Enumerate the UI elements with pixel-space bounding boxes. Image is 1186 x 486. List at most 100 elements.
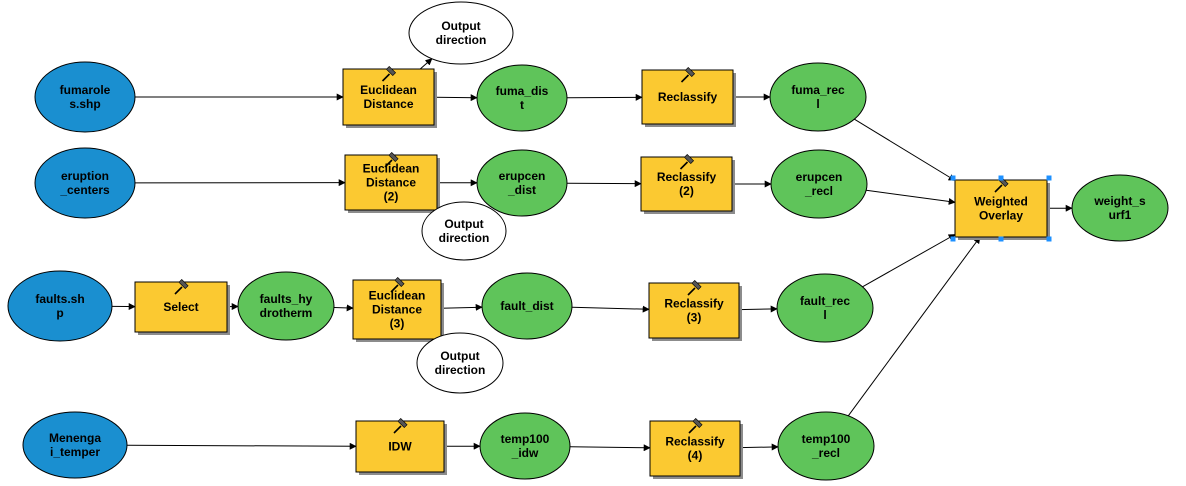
connector-menengai-input-to-idw-tool[interactable] bbox=[127, 445, 356, 446]
selection-handle[interactable] bbox=[951, 176, 956, 181]
fuma-recl-label-line: fuma_rec bbox=[791, 83, 845, 97]
selection-handle[interactable] bbox=[999, 237, 1004, 242]
eruption-input-label: eruption_centers bbox=[59, 169, 110, 197]
select-tool-label-line: Select bbox=[163, 300, 198, 314]
temp100-recl-label-line: temp100 bbox=[802, 432, 851, 446]
eruption-input-label-line: _centers bbox=[59, 183, 110, 197]
fault-dist-label-line: fault_dist bbox=[500, 299, 553, 313]
connections bbox=[112, 59, 1072, 448]
connector-temp100-idw-to-reclass-4[interactable] bbox=[570, 447, 650, 448]
temp100-recl-label-line: _recl bbox=[811, 446, 840, 460]
reclass-3-label-line: Reclassify bbox=[664, 297, 724, 311]
menengai-input-label-line: Menenga bbox=[49, 431, 101, 445]
euclid-3-label-line: Distance bbox=[372, 303, 422, 317]
eruption-input-label-line: eruption bbox=[61, 169, 109, 183]
euclid-1-label-line: Euclidean bbox=[360, 83, 417, 97]
reclass-1-label-line: Reclassify bbox=[658, 90, 718, 104]
connector-euclid-3-to-fault-dist[interactable] bbox=[441, 307, 482, 308]
connector-fault-recl-to-weighted-overlay[interactable] bbox=[863, 235, 956, 287]
menengai-input-label-line: i_temper bbox=[50, 445, 100, 459]
temp100-idw-label-line: _idw bbox=[511, 446, 539, 460]
fault-dist-node[interactable]: fault_dist bbox=[482, 273, 572, 339]
euclid-2-label-line: Distance bbox=[366, 176, 416, 190]
weighted-overlay-label-line: Overlay bbox=[979, 209, 1023, 223]
idw-tool-node[interactable]: IDW bbox=[356, 418, 447, 475]
connector-fault-dist-to-reclass-3[interactable] bbox=[572, 307, 649, 309]
reclass-2-node[interactable]: Reclassify(2) bbox=[641, 154, 735, 214]
fuma-recl-label-line: l bbox=[816, 97, 819, 111]
reclass-4-label-line: (4) bbox=[688, 449, 703, 463]
out-dir-2-label-line: direction bbox=[439, 231, 490, 245]
fault-recl-label-line: l bbox=[823, 308, 826, 322]
select-tool-node[interactable]: Select bbox=[135, 279, 230, 335]
connector-reclass-4-to-temp100-recl[interactable] bbox=[740, 447, 778, 448]
fuma-dist-label-line: fuma_dis bbox=[496, 84, 549, 98]
out-dir-3-label-line: direction bbox=[435, 363, 486, 377]
faults-input-label-line: p bbox=[56, 306, 63, 320]
reclass-1-node[interactable]: Reclassify bbox=[642, 67, 736, 127]
connector-temp100-recl-to-weighted-overlay[interactable] bbox=[848, 237, 980, 416]
euclid-3-label-line: (3) bbox=[390, 317, 405, 331]
connector-reclass-3-to-fault-recl[interactable] bbox=[739, 309, 777, 310]
fault-dist-label: fault_dist bbox=[500, 299, 553, 313]
idw-tool-label-line: IDW bbox=[388, 440, 412, 454]
fuma-dist-label-line: t bbox=[520, 98, 524, 112]
connector-faults-hydrotherm-to-euclid-3[interactable] bbox=[334, 308, 353, 309]
erupcen-dist-label-line: erupcen bbox=[499, 169, 546, 183]
selection-handle[interactable] bbox=[1047, 237, 1052, 242]
temp100-recl-node[interactable]: temp100_recl bbox=[778, 412, 874, 480]
selection-handle[interactable] bbox=[999, 176, 1004, 181]
connector-euclid-1-to-out-dir-1[interactable] bbox=[420, 59, 432, 69]
idw-tool-label: IDW bbox=[388, 440, 412, 454]
faults-hydrotherm-label-line: faults_hy bbox=[260, 292, 313, 306]
reclass-1-label: Reclassify bbox=[658, 90, 718, 104]
weight-surf1-label-line: weight_s bbox=[1093, 194, 1146, 208]
euclid-3-label-line: Euclidean bbox=[369, 289, 426, 303]
fumaroles-input-label-line: s.shp bbox=[69, 97, 100, 111]
out-dir-1-label-line: Output bbox=[441, 19, 480, 33]
erupcen-recl-label-line: erupcen bbox=[796, 170, 843, 184]
erupcen-dist-node[interactable]: erupcen_dist bbox=[477, 150, 567, 216]
connector-fuma-recl-to-weighted-overlay[interactable] bbox=[854, 119, 955, 180]
erupcen-recl-node[interactable]: erupcen_recl bbox=[771, 150, 867, 218]
reclass-4-node[interactable]: Reclassify(4) bbox=[650, 418, 743, 479]
weighted-overlay-label-line: Weighted bbox=[974, 195, 1028, 209]
selection-handle[interactable] bbox=[951, 237, 956, 242]
temp100-idw-node[interactable]: temp100_idw bbox=[480, 413, 570, 479]
reclass-2-label-line: Reclassify bbox=[657, 170, 717, 184]
euclid-2-label-line: (2) bbox=[384, 190, 399, 204]
reclass-2-label-line: (2) bbox=[679, 184, 694, 198]
weight-surf1-label-line: urf1 bbox=[1109, 208, 1132, 222]
eruption-input-node[interactable]: eruption_centers bbox=[35, 148, 135, 218]
reclass-3-node[interactable]: Reclassify(3) bbox=[649, 280, 742, 341]
reclass-4-label-line: Reclassify bbox=[665, 435, 725, 449]
fault-recl-label-line: fault_rec bbox=[800, 294, 850, 308]
out-dir-3-label-line: Output bbox=[440, 349, 479, 363]
euclid-2-label-line: Euclidean bbox=[363, 162, 420, 176]
selection-handle[interactable] bbox=[1047, 176, 1052, 181]
fumaroles-input-label-line: fumarole bbox=[60, 83, 111, 97]
connector-erupcen-recl-to-weighted-overlay[interactable] bbox=[866, 190, 955, 202]
out-dir-2-label-line: Output bbox=[444, 217, 483, 231]
